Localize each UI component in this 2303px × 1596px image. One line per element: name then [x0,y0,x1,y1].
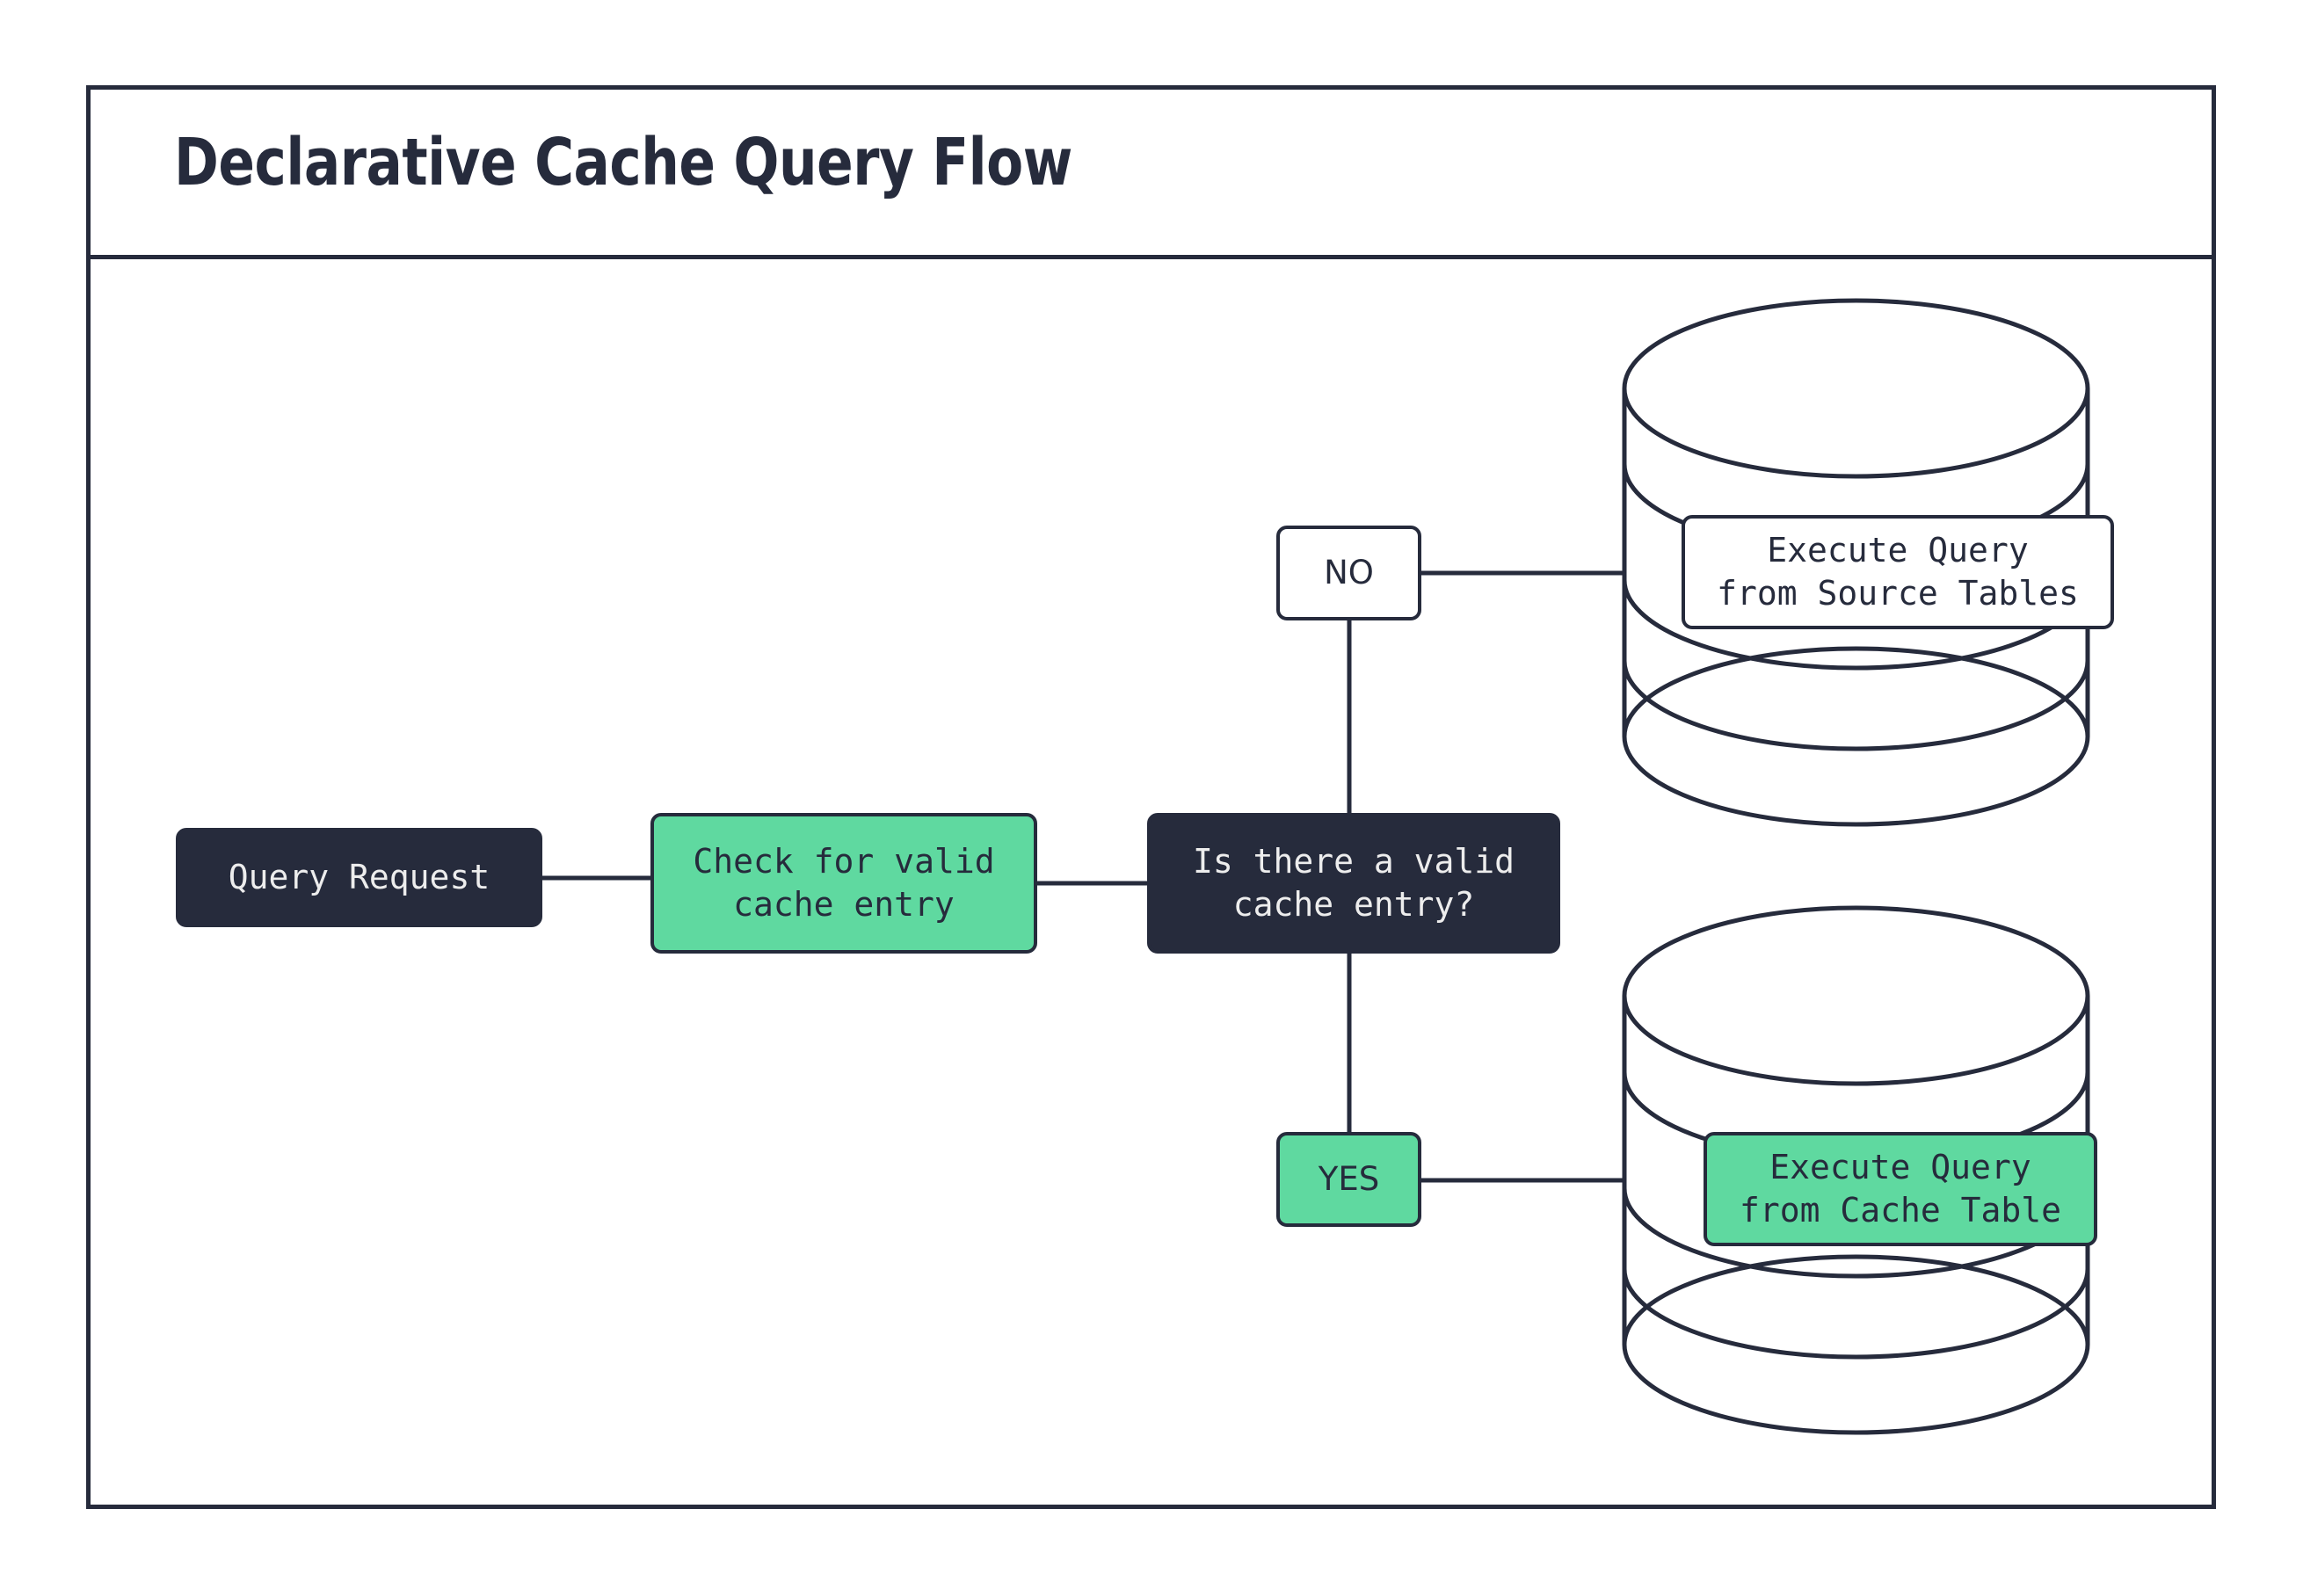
node-execute-query-from-source-tables[interactable]: Execute Query from Source Tables [1682,515,2114,629]
diagram-card: Declarative Cache Query Flow [86,85,2216,1509]
node-check-for-valid-cache-entry[interactable]: Check for valid cache entry [650,813,1037,954]
node-execute-query-from-cache-table[interactable]: Execute Query from Cache Table [1704,1132,2097,1246]
card-header: Declarative Cache Query Flow [91,90,2212,259]
page-title: Declarative Cache Query Flow [174,125,1072,200]
edge-label-yes[interactable]: YES [1276,1132,1421,1227]
edge-label-no[interactable]: NO [1276,526,1421,620]
node-query-request[interactable]: Query Request [176,828,542,927]
node-decision-valid-cache-entry[interactable]: Is there a valid cache entry? [1147,813,1560,954]
